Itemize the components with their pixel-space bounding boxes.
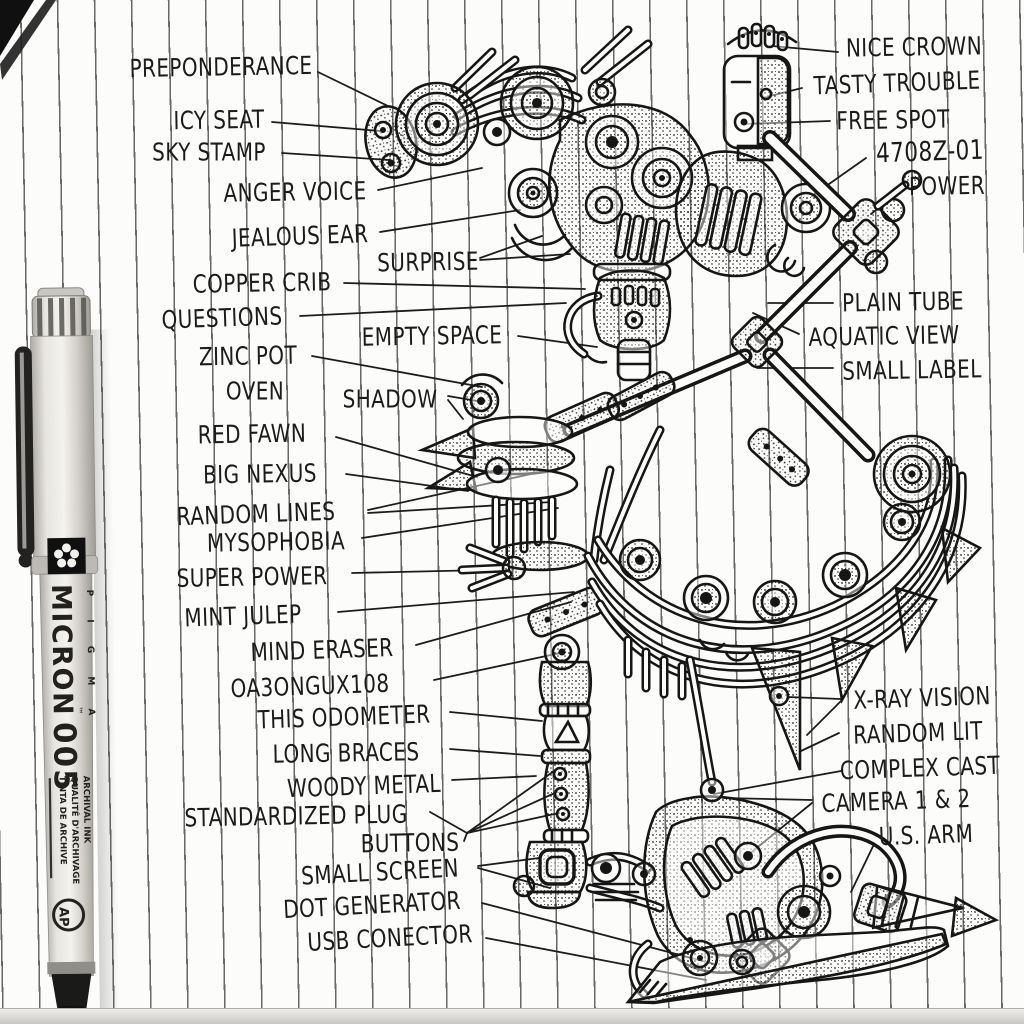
pen-ap-seal: AP	[52, 898, 86, 932]
leader-line	[479, 253, 571, 261]
pen-band	[47, 961, 96, 975]
leader-line	[335, 436, 478, 478]
pen-info-line-3: TINTA DE ARCHIVE	[57, 776, 68, 865]
paper-bottom-edge	[0, 1008, 1024, 1024]
leader-line	[433, 651, 566, 681]
leader-line	[466, 791, 558, 834]
leader-line	[299, 302, 567, 317]
leader-line	[429, 811, 468, 834]
pen-info-line-2: QUALITÉ D'ARCHIVAGE	[69, 776, 83, 885]
leader-line	[517, 335, 598, 348]
leader-line	[367, 471, 541, 511]
pen-brand-letters: P I G M A	[84, 590, 96, 726]
collar-mass	[583, 425, 983, 771]
leader-line	[466, 812, 560, 834]
leader-line	[806, 700, 842, 736]
pen-trademark: ™	[73, 706, 83, 715]
leader-line	[451, 775, 537, 781]
leader-line	[485, 937, 707, 981]
leader-line	[271, 121, 381, 132]
leader-line	[343, 282, 586, 290]
robot-crowned-figure	[674, 22, 832, 278]
robot-leg	[512, 586, 605, 910]
leader-line	[850, 837, 878, 893]
leader-line	[800, 732, 840, 752]
pen-cap-crown	[31, 295, 91, 339]
pen-logo-sakura	[47, 537, 86, 575]
leader-line	[311, 355, 483, 388]
leader-line	[449, 711, 543, 722]
robot-neck-cluster	[482, 25, 653, 262]
leader-line	[337, 591, 575, 613]
spiky-mass	[417, 373, 590, 593]
robot-drawing	[364, 22, 1000, 1005]
leader-line	[771, 45, 839, 53]
leader-line	[379, 209, 521, 233]
base-machine	[585, 655, 1000, 1005]
leader-line	[463, 832, 468, 842]
leader-line	[449, 748, 541, 757]
cylinder-pod	[563, 262, 676, 422]
pen-tip-size: 005	[46, 722, 83, 793]
pen-shadow	[90, 329, 120, 1010]
corner-mark	[0, 0, 56, 80]
pen-ap-seal-text: AP	[55, 907, 70, 927]
pen-cap	[30, 335, 97, 563]
pen-clip	[14, 346, 35, 568]
leader-line	[713, 770, 842, 795]
leader-line	[479, 235, 543, 259]
leader-line	[447, 399, 464, 420]
pen: P I G M A MICRON ™ 005 ARCHIVAL INK QUAL…	[14, 287, 120, 1020]
pen-brand: MICRON	[45, 584, 78, 716]
pen-info-line-1: ARCHIVAL INK	[81, 776, 92, 844]
leader-line	[466, 770, 555, 834]
leader-line	[377, 167, 483, 191]
leader-line	[317, 71, 389, 107]
